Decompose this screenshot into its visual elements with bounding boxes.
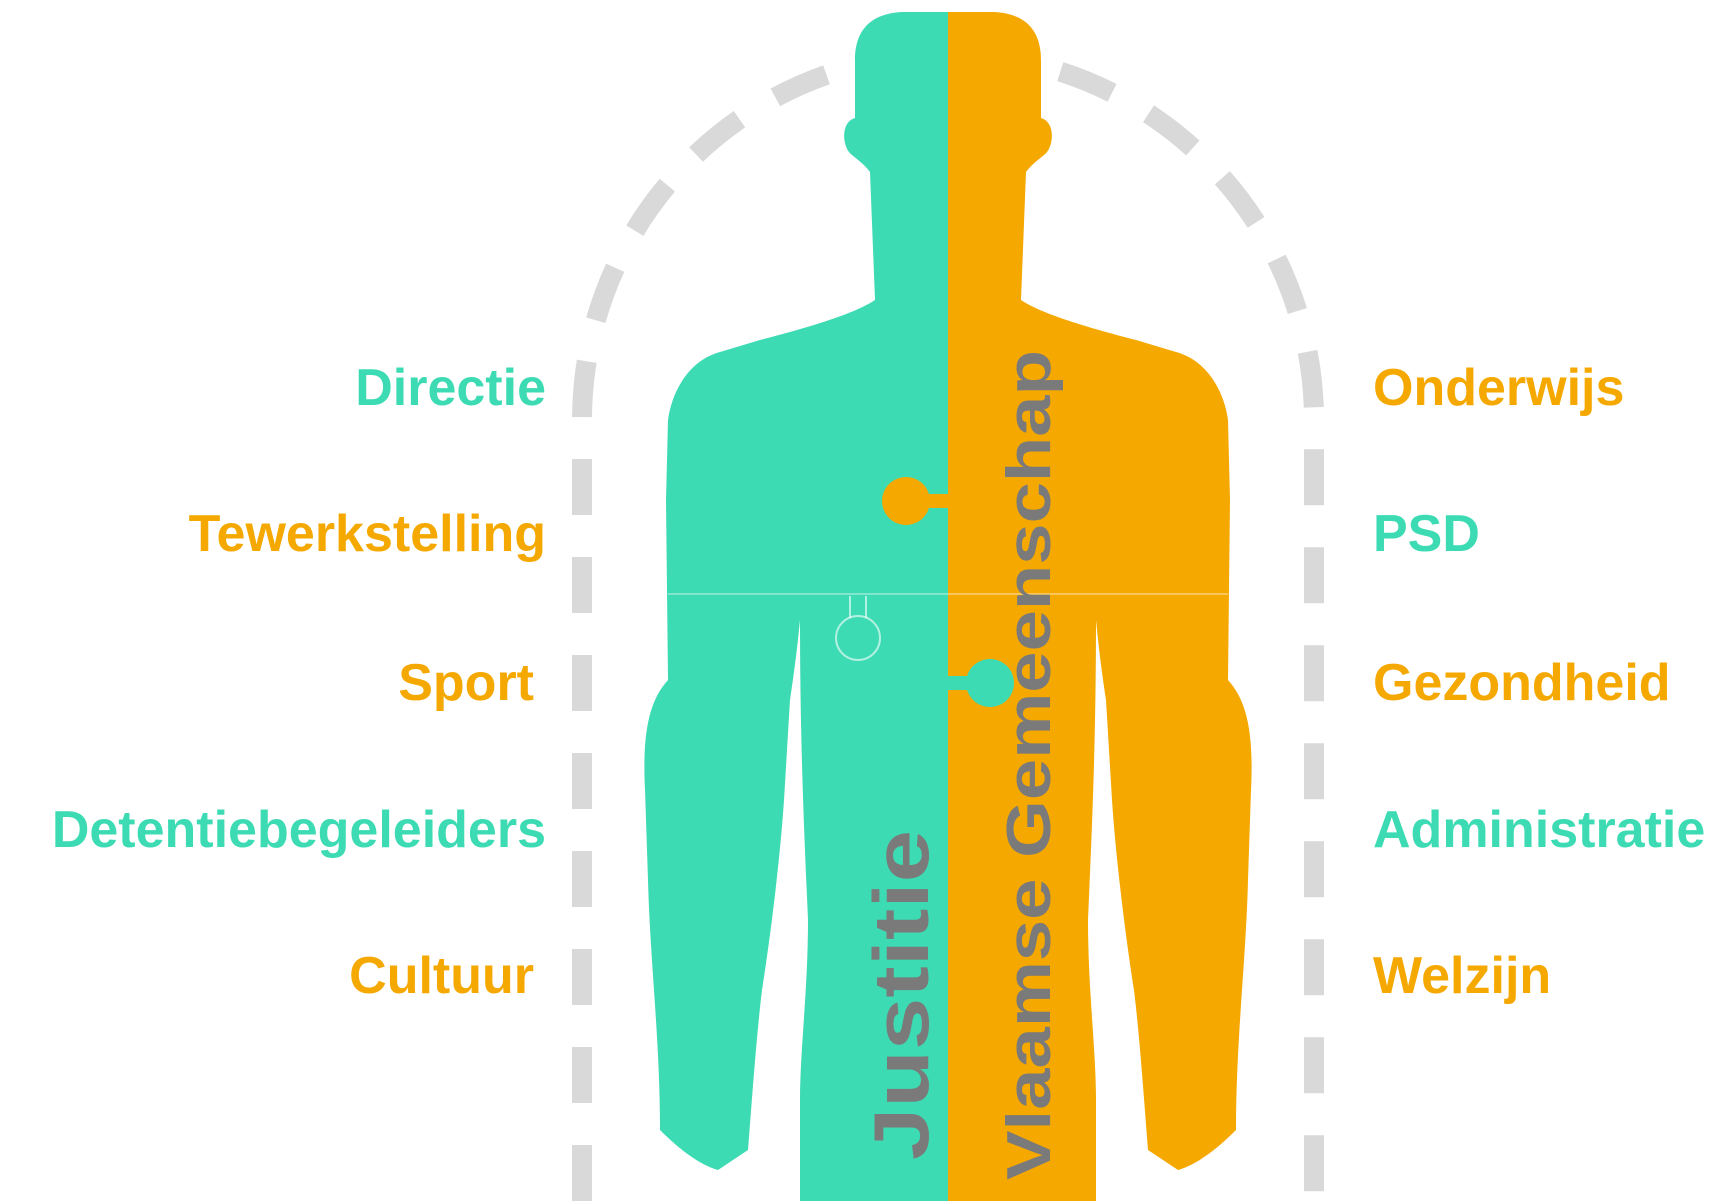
label-detentiebegeleiders: Detentiebegeleiders xyxy=(51,801,546,859)
label-sport: Sport xyxy=(398,654,534,712)
label-directie: Directie xyxy=(355,359,546,417)
puzzle-socket-outline xyxy=(835,596,881,661)
label-gezondheid: Gezondheid xyxy=(1373,654,1671,712)
label-cultuur: Cultuur xyxy=(349,947,534,1005)
label-onderwijs: Onderwijs xyxy=(1373,359,1625,417)
puzzle-knob-upper xyxy=(882,477,950,525)
label-psd: PSD xyxy=(1373,505,1480,563)
label-tewerkstelling: Tewerkstelling xyxy=(188,505,546,563)
label-welzijn: Welzijn xyxy=(1373,947,1552,1005)
vertical-label-justitie: Justitie xyxy=(857,830,945,1160)
label-administratie: Administratie xyxy=(1373,801,1706,859)
vertical-label-vlaamse-gemeenschap: Vlaamse Gemeenschap xyxy=(995,350,1064,1180)
puzzle-knob-lower xyxy=(946,659,1014,707)
